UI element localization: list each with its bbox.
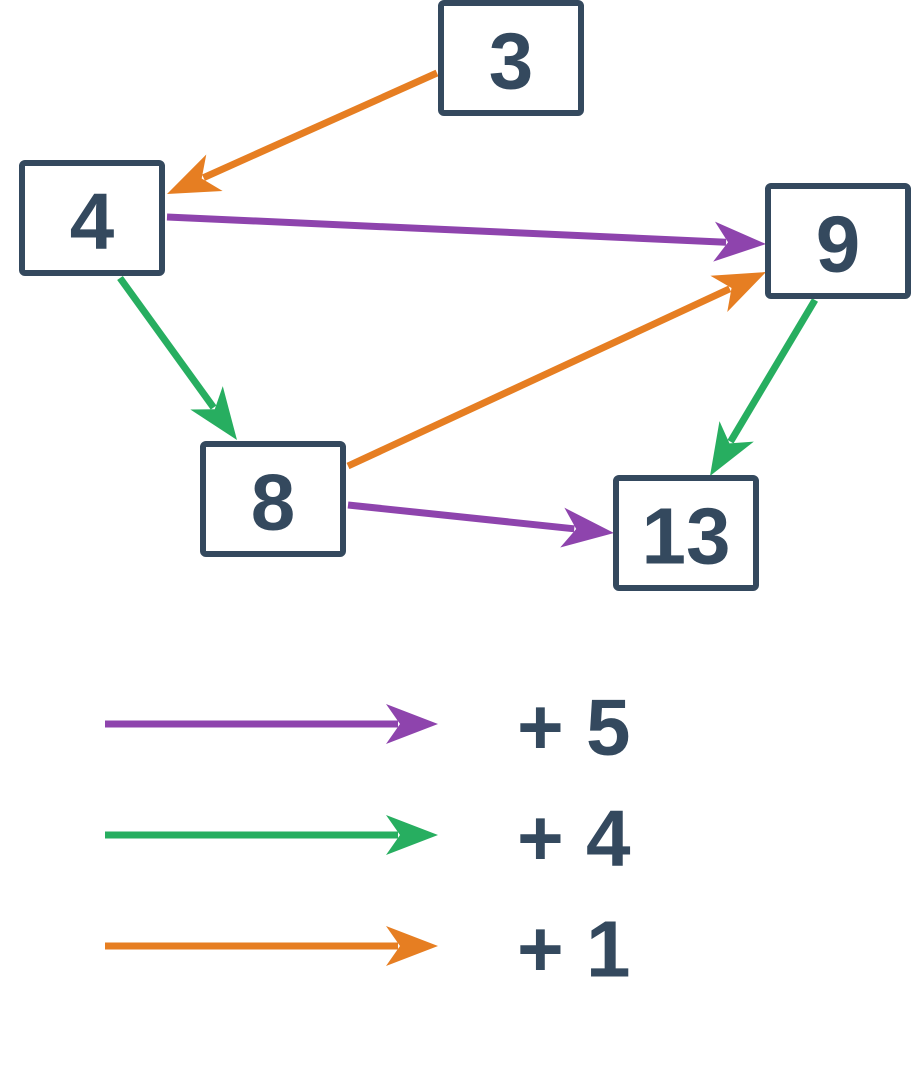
node-box — [200, 441, 346, 557]
edge-n9-to-n13-head — [710, 421, 754, 476]
legend-label: + 5 — [517, 683, 630, 772]
edge-n8-to-n13-head — [560, 507, 614, 548]
edge-n9-to-n13 — [710, 298, 819, 476]
legend-arrow-green-head — [386, 815, 438, 855]
legend-label: + 1 — [517, 905, 630, 994]
edge-n3-to-n4-line — [202, 69, 439, 181]
edge-n3-to-n4-head — [167, 154, 223, 194]
node-label: 3 — [489, 17, 534, 106]
nodes-layer: 3 4 9 8 13 — [19, 0, 911, 591]
node-label: 8 — [251, 458, 296, 547]
node-box — [19, 160, 165, 276]
node-8: 8 — [200, 441, 346, 557]
node-13: 13 — [613, 475, 759, 591]
legend-arrow-green — [105, 815, 438, 855]
edge-n8-to-n9 — [346, 272, 766, 470]
legend-item-green: + 4 — [105, 794, 631, 883]
legend-arrow-purple — [105, 704, 438, 744]
legend: + 5 + 4 + 1 — [105, 683, 631, 994]
legend-arrow-orange-head — [386, 926, 438, 966]
edge-n8-to-n13 — [347, 501, 614, 548]
edge-n4-to-n8-head — [190, 386, 237, 440]
edge-n8-to-n9-line — [346, 285, 732, 470]
edge-n8-to-n13-line — [347, 501, 575, 533]
edges-layer — [117, 69, 819, 548]
edge-n8-to-n9-head — [710, 272, 766, 313]
legend-item-purple: + 5 — [105, 683, 630, 772]
edge-n4-to-n9 — [166, 213, 766, 262]
node-label: 4 — [70, 177, 115, 266]
node-box — [438, 0, 584, 116]
edge-n4-to-n9-head — [713, 221, 766, 262]
node-4: 4 — [19, 160, 165, 276]
edge-n4-to-n8-line — [117, 275, 217, 410]
edge-n4-to-n8 — [117, 275, 237, 440]
edge-n3-to-n4 — [167, 69, 439, 194]
node-box — [613, 475, 759, 591]
node-3: 3 — [438, 0, 584, 116]
node-box — [765, 183, 911, 299]
legend-item-orange: + 1 — [105, 905, 630, 994]
edge-n9-to-n13-line — [727, 298, 819, 444]
edge-n4-to-n9-line — [166, 213, 727, 246]
node-label: 9 — [816, 200, 861, 289]
node-9: 9 — [765, 183, 911, 299]
legend-arrow-orange — [105, 926, 438, 966]
legend-arrow-purple-head — [386, 704, 438, 744]
node-label: 13 — [642, 492, 731, 581]
legend-label: + 4 — [517, 794, 631, 883]
